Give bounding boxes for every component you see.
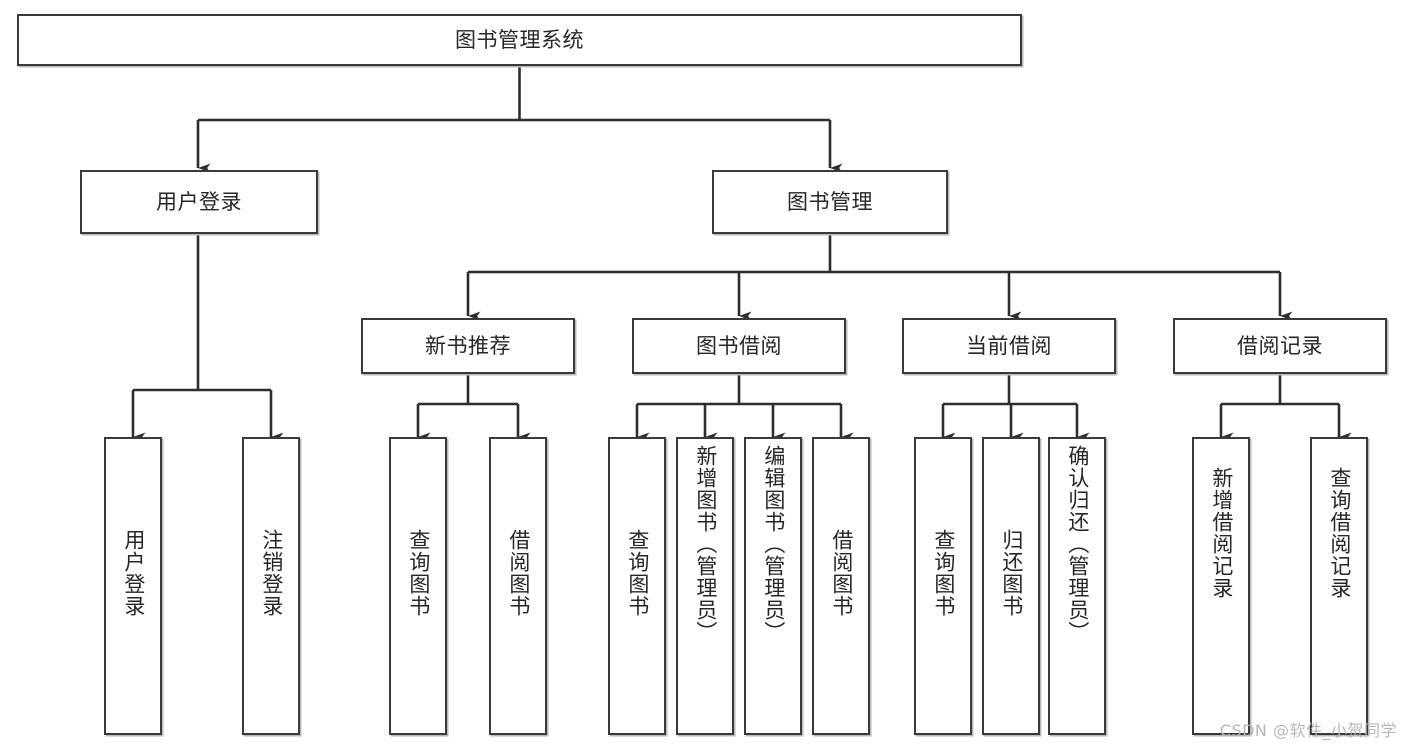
node-root-label: 图书管理系统 <box>455 27 584 52</box>
leaf-user-logout-label: 注销登录 <box>259 529 284 617</box>
leaf-add-record[interactable]: 新增借阅记录 <box>1192 437 1250 735</box>
node-user-login[interactable]: 用户登录 <box>80 170 318 234</box>
leaf-query-record-label: 查询借阅记录 <box>1327 467 1352 599</box>
leaf-query-book-1-label: 查询图书 <box>406 529 431 617</box>
node-book-borrow-label: 图书借阅 <box>696 333 782 358</box>
leaf-add-book-label: 新增图书（管理员） <box>693 445 718 643</box>
leaf-query-record[interactable]: 查询借阅记录 <box>1310 437 1368 735</box>
leaf-return-book[interactable]: 归还图书 <box>982 437 1040 735</box>
node-borrow-record[interactable]: 借阅记录 <box>1173 318 1387 374</box>
node-book-manage[interactable]: 图书管理 <box>712 170 948 234</box>
leaf-confirm-return-label: 确认归还（管理员） <box>1065 445 1090 643</box>
leaf-confirm-return[interactable]: 确认归还（管理员） <box>1048 437 1106 735</box>
leaf-borrow-book-1[interactable]: 借阅图书 <box>489 437 547 735</box>
leaf-edit-book[interactable]: 编辑图书（管理员） <box>744 437 802 735</box>
leaf-query-book-3-label: 查询图书 <box>931 529 956 617</box>
leaf-borrow-book-1-label: 借阅图书 <box>506 529 531 617</box>
leaf-user-login[interactable]: 用户登录 <box>104 437 162 735</box>
node-user-login-label: 用户登录 <box>156 189 242 214</box>
leaf-query-book-3[interactable]: 查询图书 <box>914 437 972 735</box>
leaf-add-book[interactable]: 新增图书（管理员） <box>676 437 734 735</box>
leaf-borrow-book-2[interactable]: 借阅图书 <box>812 437 870 735</box>
node-book-manage-label: 图书管理 <box>787 189 873 214</box>
leaf-user-logout[interactable]: 注销登录 <box>242 437 300 735</box>
node-book-borrow[interactable]: 图书借阅 <box>632 318 846 374</box>
csdn-watermark: CSDN @软件_小贺同学 <box>1219 721 1397 740</box>
node-root[interactable]: 图书管理系统 <box>17 14 1022 66</box>
node-current-borrow-label: 当前借阅 <box>966 333 1052 358</box>
node-new-book-recommend-label: 新书推荐 <box>425 333 511 358</box>
leaf-add-record-label: 新增借阅记录 <box>1209 467 1234 599</box>
leaf-borrow-book-2-label: 借阅图书 <box>829 529 854 617</box>
node-new-book-recommend[interactable]: 新书推荐 <box>361 318 575 374</box>
leaf-edit-book-label: 编辑图书（管理员） <box>761 445 786 643</box>
node-borrow-record-label: 借阅记录 <box>1237 333 1323 358</box>
leaf-query-book-1[interactable]: 查询图书 <box>389 437 447 735</box>
leaf-query-book-2[interactable]: 查询图书 <box>608 437 666 735</box>
leaf-return-book-label: 归还图书 <box>999 529 1024 617</box>
leaf-user-login-label: 用户登录 <box>121 529 146 617</box>
node-current-borrow[interactable]: 当前借阅 <box>902 318 1116 374</box>
leaf-query-book-2-label: 查询图书 <box>625 529 650 617</box>
